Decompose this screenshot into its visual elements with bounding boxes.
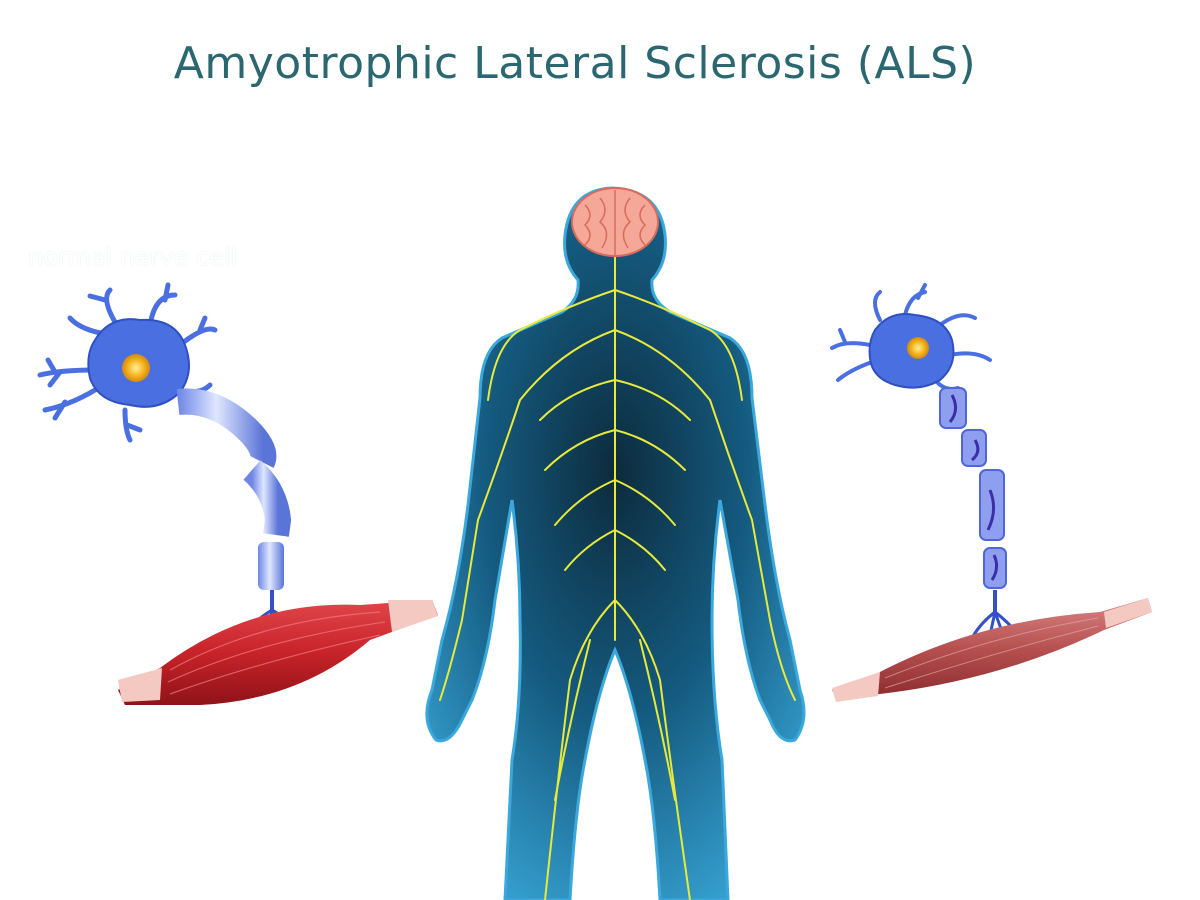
atrophied-muscle xyxy=(832,598,1152,702)
healthy-muscle xyxy=(118,600,438,705)
human-body xyxy=(425,186,806,900)
axon-myelin-2 xyxy=(243,460,292,537)
normal-nerve-cell-label: normal nerve cell xyxy=(28,243,238,271)
neuron-nucleus xyxy=(122,354,150,382)
normal-neuron xyxy=(37,282,438,705)
axon-myelin-1 xyxy=(176,388,277,468)
axon-myelin-3 xyxy=(258,542,284,590)
als-neuron xyxy=(830,283,1152,702)
damaged-myelin xyxy=(939,387,1007,589)
page-title: Amyotrophic Lateral Sclerosis (ALS) xyxy=(173,38,977,89)
als-nucleus xyxy=(907,337,929,359)
nervous-system xyxy=(439,229,796,900)
brain-icon xyxy=(571,187,659,257)
